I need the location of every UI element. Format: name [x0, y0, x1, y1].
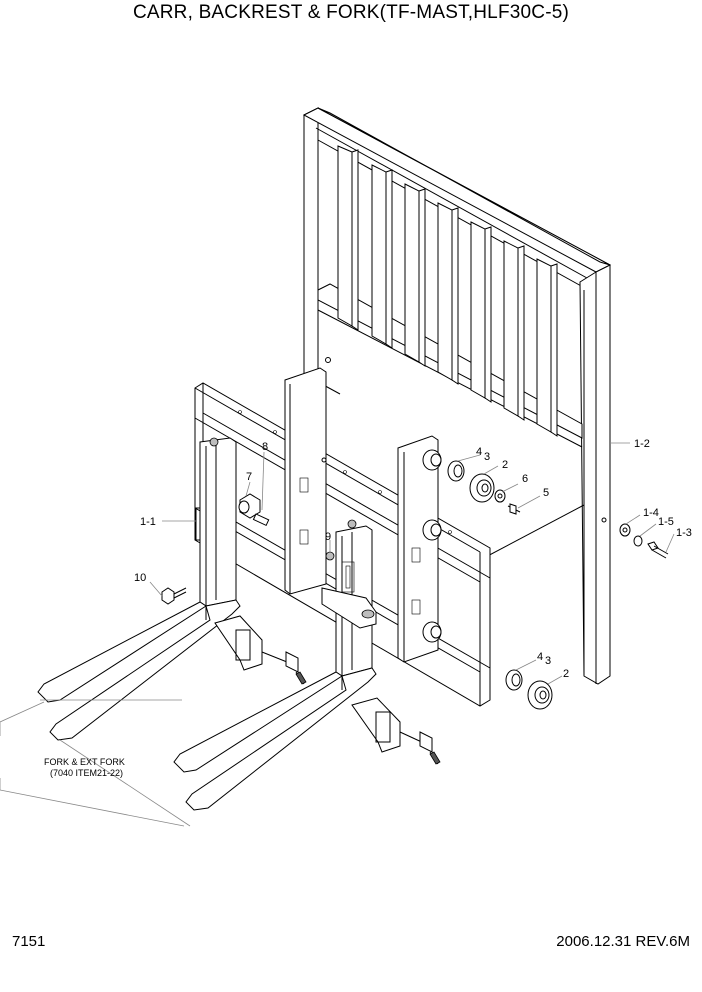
revision-date: 2006.12.31 REV.6M	[556, 933, 690, 950]
callout-1-3: 1-3	[676, 527, 692, 539]
left-fork	[37, 437, 307, 741]
stopper-parts	[238, 493, 270, 527]
bolt-9	[325, 551, 335, 561]
fork-note-line2: (7040 ITEM21-22)	[50, 768, 123, 778]
callout-5: 5	[543, 487, 549, 499]
callout-7: 7	[246, 471, 252, 483]
callout-2-upper: 2	[502, 459, 508, 471]
callout-1-1: 1-1	[140, 516, 156, 528]
callout-3-lower: 3	[545, 655, 551, 667]
callout-2-lower: 2	[563, 668, 569, 680]
bolt-10	[161, 587, 187, 605]
lower-roller-parts	[505, 669, 553, 710]
backrest-hardware	[619, 523, 669, 559]
leader-lines	[0, 442, 675, 827]
fork-note: FORK & EXT FORK (7040 ITEM21-22)	[44, 757, 125, 778]
page-title: CARR, BACKREST & FORK(TF-MAST,HLF30C-5)	[132, 2, 570, 23]
callout-labels: 1-2 1-1 4 3 2 6 5 7 8 9 10 1-4 1-5 1-3 4…	[134, 438, 692, 680]
right-fork	[173, 519, 441, 811]
fork-note-line1: FORK & EXT FORK	[44, 757, 125, 767]
upper-roller-parts	[447, 460, 521, 515]
carriage-rollers	[422, 449, 442, 643]
callout-10: 10	[134, 572, 146, 584]
callout-4-upper: 4	[476, 446, 482, 458]
callout-8: 8	[262, 441, 268, 453]
backrest-slats	[337, 145, 558, 437]
callout-1-2: 1-2	[634, 438, 650, 450]
callout-9: 9	[325, 531, 331, 543]
callout-3-upper: 3	[484, 451, 490, 463]
backrest-frame	[302, 107, 612, 685]
callout-4-lower: 4	[537, 651, 543, 663]
callout-1-5: 1-5	[658, 516, 674, 528]
callout-1-4: 1-4	[643, 507, 659, 519]
callout-6: 6	[522, 473, 528, 485]
page-number: 7151	[12, 933, 46, 950]
